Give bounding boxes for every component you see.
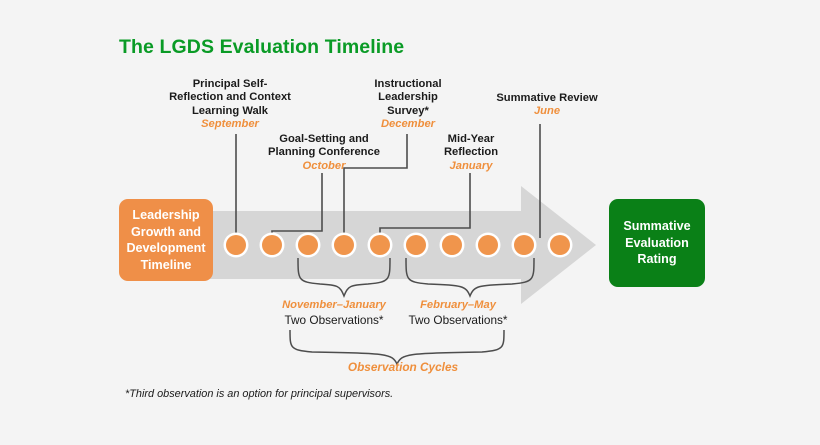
observation-braces: [289, 257, 535, 366]
observation-group-months: November–January: [282, 299, 386, 311]
milestone-label-mid-year-reflection: Mid-Year Reflection January: [421, 133, 521, 173]
start-box-line: Leadership: [132, 208, 200, 222]
milestone-month: September: [201, 118, 259, 131]
milestone-title-line: Instructional: [374, 78, 442, 90]
page-title: The LGDS Evaluation Timeline: [119, 36, 405, 58]
start-box-leadership-growth: Leadership Growth and Development Timeli…: [119, 199, 213, 281]
milestone-title-line: Learning Walk: [191, 104, 269, 117]
milestone-label-goal-setting: Goal-Setting and Planning Conference Oct…: [250, 133, 398, 173]
end-box-line: Rating: [637, 252, 677, 267]
observation-group-label: Two Observations*: [408, 312, 508, 327]
timeline-dots: [223, 232, 573, 258]
observation-group-label: Two Observations*: [284, 312, 384, 327]
end-box-summative-evaluation-rating: Summative Evaluation Rating: [609, 199, 705, 287]
milestone-month: December: [380, 118, 436, 131]
observation-group-2-caption: February–May Two Observations*: [396, 298, 520, 327]
brace-observation-cycles: [289, 329, 505, 366]
start-box-line: Development: [126, 241, 206, 255]
milestone-title-line: Leadership: [378, 91, 438, 104]
start-box-line: Growth and: [131, 224, 201, 239]
milestone-title-line: Planning Conference: [268, 146, 380, 159]
milestone-label-instructional-leadership-survey: Instructional Leadership Survey* Decembe…: [356, 78, 460, 132]
observation-cycles-label: Observation Cycles: [347, 360, 459, 374]
brace-group-1: [297, 257, 391, 299]
end-box-line: Evaluation: [625, 235, 689, 250]
milestone-title-line: Mid-Year: [447, 133, 495, 145]
end-box-line: Summative: [623, 219, 691, 234]
milestone-title-line: Principal Self-: [192, 78, 268, 90]
milestone-month: June: [533, 105, 561, 118]
footnote: *Third observation is an option for prin…: [125, 388, 394, 400]
milestone-title-line: Reflection and Context: [169, 91, 291, 104]
observation-group-1-caption: November–January Two Observations*: [272, 298, 396, 327]
milestone-title-line: Summative Review: [496, 92, 598, 104]
milestone-title-line: Reflection: [443, 146, 499, 159]
start-box-line: Timeline: [140, 257, 192, 272]
connector-midyear: [379, 173, 471, 238]
milestone-month: October: [302, 159, 346, 172]
milestone-month: January: [449, 159, 493, 172]
milestone-label-summative-review: Summative Review June: [480, 92, 614, 119]
milestone-title-line: Survey*: [387, 104, 429, 117]
observation-group-months: February–May: [420, 299, 496, 311]
connector-survey: [343, 134, 408, 238]
timeline-arrow: [204, 186, 596, 304]
milestone-title-line: Goal-Setting and: [279, 133, 369, 145]
brace-group-2: [405, 257, 535, 299]
milestone-label-principal-self-reflection: Principal Self- Reflection and Context L…: [155, 78, 305, 132]
